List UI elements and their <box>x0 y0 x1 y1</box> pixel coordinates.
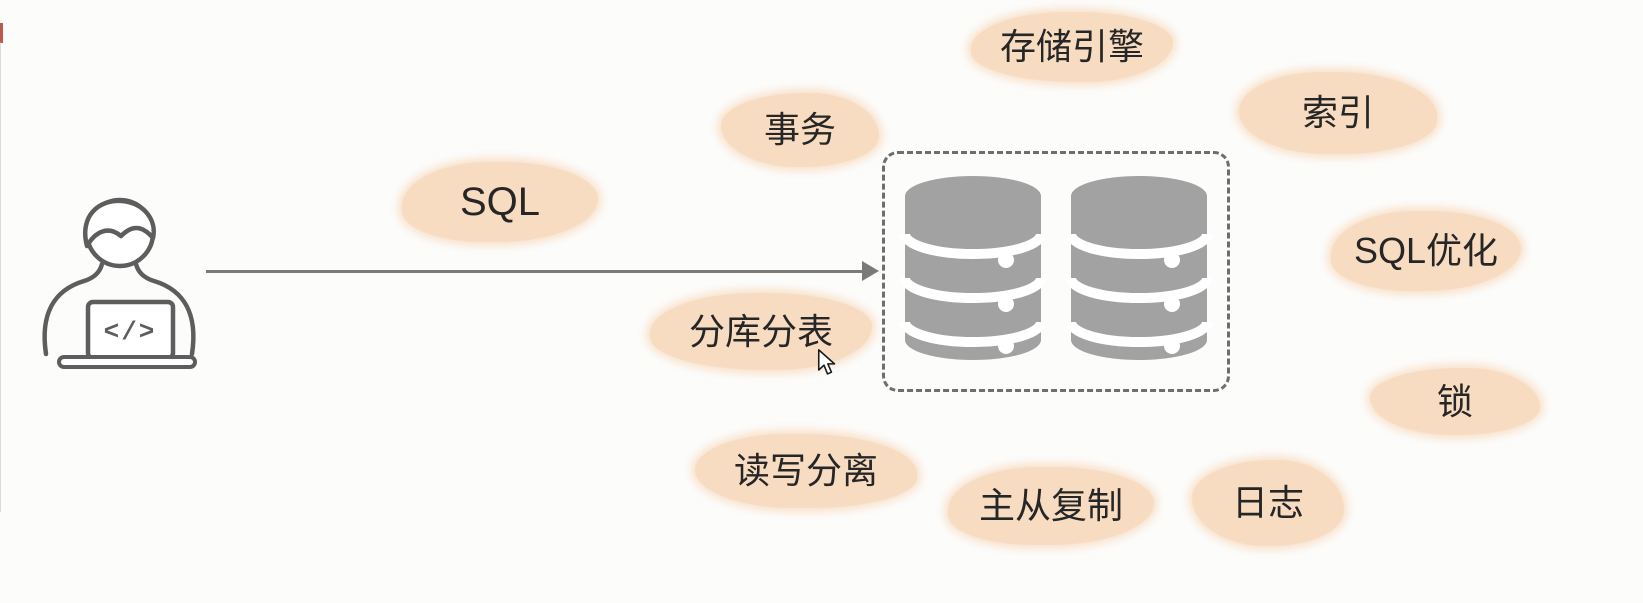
label-sql: SQL <box>402 162 598 242</box>
database-cluster <box>882 151 1230 392</box>
label-master-slave-replication: 主从复制 <box>948 467 1154 545</box>
database-separator <box>1066 321 1212 347</box>
label-transaction: 事务 <box>721 93 879 167</box>
database-separator <box>1066 233 1212 259</box>
database-separator <box>900 277 1046 303</box>
label-log: 日志 <box>1192 460 1344 546</box>
label-sharding: 分库分表 <box>650 293 872 370</box>
database-dot <box>998 252 1014 268</box>
screen-edge-artifact <box>0 23 3 43</box>
mouse-cursor <box>817 349 836 375</box>
database-cylinder <box>1071 176 1207 360</box>
developer-body-right <box>133 261 196 357</box>
database-dot <box>1164 296 1180 312</box>
screen-edge-line <box>0 42 1 512</box>
developer-hair <box>83 198 156 249</box>
database-dot <box>1164 338 1180 354</box>
cursor-pointer-shape <box>817 349 836 375</box>
developer-body-left <box>42 261 105 357</box>
database-separator <box>900 321 1046 347</box>
label-sql-optimization: SQL优化 <box>1331 211 1521 291</box>
sql-arrow-head <box>862 261 879 281</box>
database-separator <box>900 233 1046 259</box>
label-read-write-separation: 读写分离 <box>695 434 917 508</box>
database-separator <box>1066 277 1212 303</box>
database-dot <box>998 296 1014 312</box>
developer-icon: </> <box>42 197 197 369</box>
sql-arrow-line <box>206 270 864 273</box>
database-cylinder <box>905 176 1041 360</box>
laptop-base <box>57 355 197 369</box>
database-icon <box>1066 176 1212 360</box>
label-lock: 锁 <box>1370 368 1540 435</box>
database-icon <box>900 176 1046 360</box>
database-dot <box>998 338 1014 354</box>
database-dot <box>1164 252 1180 268</box>
label-storage-engine: 存储引擎 <box>971 12 1173 82</box>
label-index: 索引 <box>1239 72 1437 154</box>
code-glyph: </> <box>104 317 157 347</box>
